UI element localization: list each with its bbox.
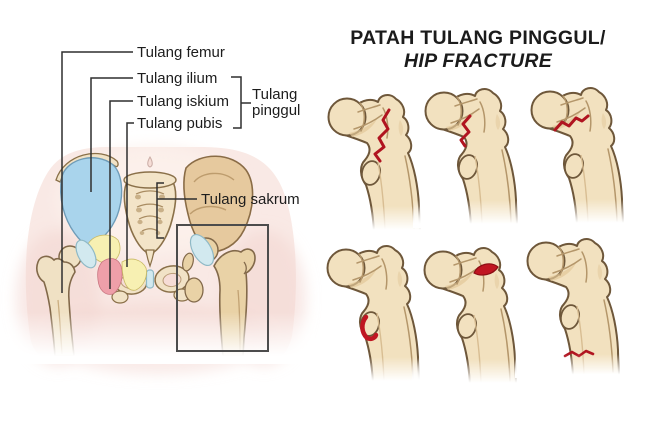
fracture-line [373, 108, 391, 163]
panel-subcapital-fracture [519, 87, 629, 227]
fracture-line [459, 114, 472, 148]
label-tulang-pinggul: Tulang pinggul [252, 87, 300, 119]
fracture-panels [315, 87, 629, 387]
fracture-line [553, 114, 590, 132]
panel-greater-trochanter-fracture [412, 247, 522, 387]
label-tulang-pinggul-word1: Tulang [252, 86, 298, 103]
yellow-region-2 [121, 258, 147, 291]
panel-lesser-trochanter-fracture [315, 245, 425, 385]
iskium-yellow-region [87, 234, 121, 264]
label-tulang-iskium: Tulang iskium [137, 93, 229, 110]
bracket-sakrum [156, 182, 164, 239]
panel-femoral-neck-fracture [413, 88, 523, 228]
bracket-pinggul [231, 76, 242, 129]
hip-highlight-box [176, 224, 269, 352]
label-tulang-ilium: Tulang ilium [137, 70, 218, 87]
label-tulang-femur: Tulang femur [137, 44, 225, 61]
leader-lines [61, 51, 251, 293]
title-line-indonesian: PATAH TULANG PINGGUL/ [350, 27, 606, 49]
label-tulang-pinggul-word2: pinggul [252, 102, 301, 119]
navel-mark [147, 156, 153, 168]
leader-ilium [90, 77, 133, 192]
panel-intertrochanteric-fracture [316, 94, 426, 234]
pelvis-figure [0, 51, 315, 374]
panel-subtrochanteric-fracture [515, 238, 625, 378]
leader-iskium [109, 100, 133, 289]
page-title: PATAH TULANG PINGGUL/ HIP FRACTURE [328, 27, 628, 73]
label-tulang-sakrum: Tulang sakrum [201, 191, 300, 208]
fracture-mark [473, 263, 499, 276]
right-ilium-bone [183, 155, 254, 253]
title-line-english: HIP FRACTURE [403, 50, 553, 72]
fracture-mark [360, 314, 379, 342]
leader-pubis [126, 122, 134, 267]
label-tulang-pubis: Tulang pubis [137, 115, 223, 132]
leader-femur [61, 51, 133, 293]
